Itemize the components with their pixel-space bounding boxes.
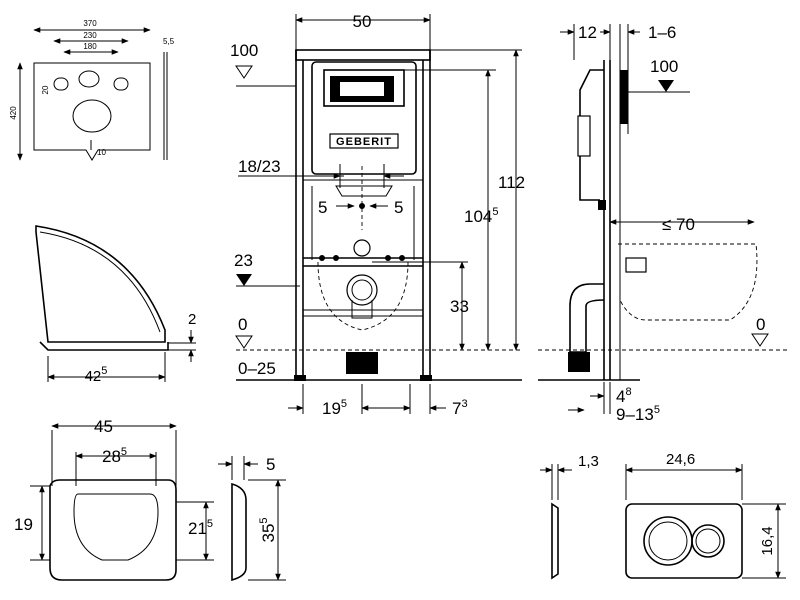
- svg-text:215: 215: [188, 518, 213, 538]
- height-mid-label: 104: [464, 207, 492, 226]
- mat-side-label: 20: [41, 85, 50, 94]
- lid-side-height-label: 35: [259, 524, 278, 543]
- svg-text:285: 285: [102, 446, 127, 466]
- lid-inner-height-label: 21: [188, 519, 207, 538]
- insulation-mat-view: 370 230 180 5,5 420 20 10: [9, 19, 175, 161]
- flush-button-large: [643, 516, 693, 566]
- brand-plate: [329, 133, 399, 149]
- flush-opening: [323, 69, 405, 107]
- brand-logo: GEBERIT: [336, 136, 392, 148]
- plate-height-label: 16,4: [759, 526, 776, 555]
- height-top-label: 112: [498, 173, 525, 192]
- lid-thickness-label: 5: [266, 455, 275, 474]
- mat-slot-right: [113, 77, 129, 91]
- side-offset2-label: 9–13: [616, 405, 654, 424]
- waste-outlet: [346, 352, 378, 374]
- offset-a-label: 19: [322, 399, 341, 418]
- mat-hole-top: [78, 70, 100, 88]
- seat-gap-label: 2: [188, 311, 196, 328]
- offset-right-label: 5: [394, 198, 403, 217]
- spacing-label: 18/23: [238, 157, 281, 176]
- side-cistern: [579, 69, 604, 201]
- drain-level-label: 23: [234, 251, 253, 270]
- plate-width-label: 24,6: [666, 451, 695, 468]
- svg-text:48: 48: [616, 386, 632, 406]
- top-level-label: 100: [230, 41, 258, 60]
- lid-height-label: 19: [14, 515, 33, 534]
- frame-side-view: 12 1–6 ≤ 70 100 0 48 9–135: [538, 23, 790, 424]
- svg-text:1045: 1045: [464, 206, 499, 226]
- mat-inner-label: 230: [83, 31, 97, 40]
- mat-bottom-label: 10: [97, 148, 106, 157]
- lid-front-view: 45 285 19 215: [14, 417, 214, 581]
- lid-side-view: 5 355: [218, 455, 286, 582]
- frame-front-view: 50 GEBERIT: [230, 12, 525, 418]
- mat-hole-label: 180: [83, 42, 97, 51]
- bowl-outline: [317, 261, 409, 331]
- side-bowl-outline: [618, 243, 758, 321]
- side-depth-label: 12: [578, 23, 597, 42]
- mat-slot-left: [53, 77, 69, 91]
- svg-text:195: 195: [322, 398, 347, 418]
- top-level-marker: [235, 65, 253, 79]
- side-floor-marker: [751, 333, 769, 347]
- offset-b-label: 7: [452, 399, 461, 418]
- flush-button-small: [691, 524, 725, 558]
- lid-seat-ring: [73, 493, 159, 561]
- seat-ring: [39, 341, 169, 351]
- floor-level-label: 0: [238, 315, 247, 334]
- side-floor-label: 0: [756, 315, 765, 334]
- drain-level-marker: [236, 274, 252, 286]
- svg-text:9–135: 9–135: [616, 404, 660, 424]
- svg-text:425: 425: [85, 365, 108, 385]
- cistern: [311, 61, 417, 175]
- seat-lid-outline: [35, 225, 166, 343]
- floor-level-marker: [235, 335, 253, 349]
- drain-height-label: 33: [450, 297, 469, 316]
- lid-inner-label: 28: [102, 447, 121, 466]
- seat-side-view: 2 425: [35, 225, 196, 385]
- mat-thickness-label: 5,5: [163, 37, 175, 46]
- side-top-level-marker: [658, 80, 674, 92]
- plate-profile: [551, 502, 559, 580]
- seat-depth-label: 42: [85, 368, 102, 385]
- flush-plate: [625, 503, 743, 579]
- side-wall-label: 1–6: [648, 23, 676, 42]
- side-flush-plate: [620, 70, 628, 124]
- floor-range-label: 0–25: [238, 359, 276, 378]
- lid-profile: [231, 482, 247, 582]
- plate-front-view: 24,6 16,4: [625, 451, 786, 579]
- plate-side-view: 1,3: [540, 453, 599, 580]
- side-offset1-label: 4: [616, 387, 625, 406]
- svg-text:73: 73: [452, 398, 468, 418]
- drain-pipe: [346, 274, 378, 306]
- mat-outline: [33, 62, 151, 161]
- water-connection: [353, 239, 371, 257]
- offset-left-label: 5: [318, 198, 327, 217]
- plate-depth-label: 1,3: [578, 453, 599, 470]
- lid-outline: [49, 479, 177, 581]
- mat-width-label: 370: [83, 19, 97, 28]
- lid-width-label: 45: [94, 417, 113, 436]
- side-top-level-label: 100: [650, 57, 678, 76]
- side-drain-bend: [569, 283, 605, 353]
- mat-height-label: 420: [9, 106, 18, 120]
- mat-hole-main: [72, 99, 112, 133]
- bowl-length-label: ≤ 70: [662, 215, 695, 234]
- frame-width-label: 50: [353, 12, 372, 31]
- svg-text:355: 355: [258, 517, 278, 542]
